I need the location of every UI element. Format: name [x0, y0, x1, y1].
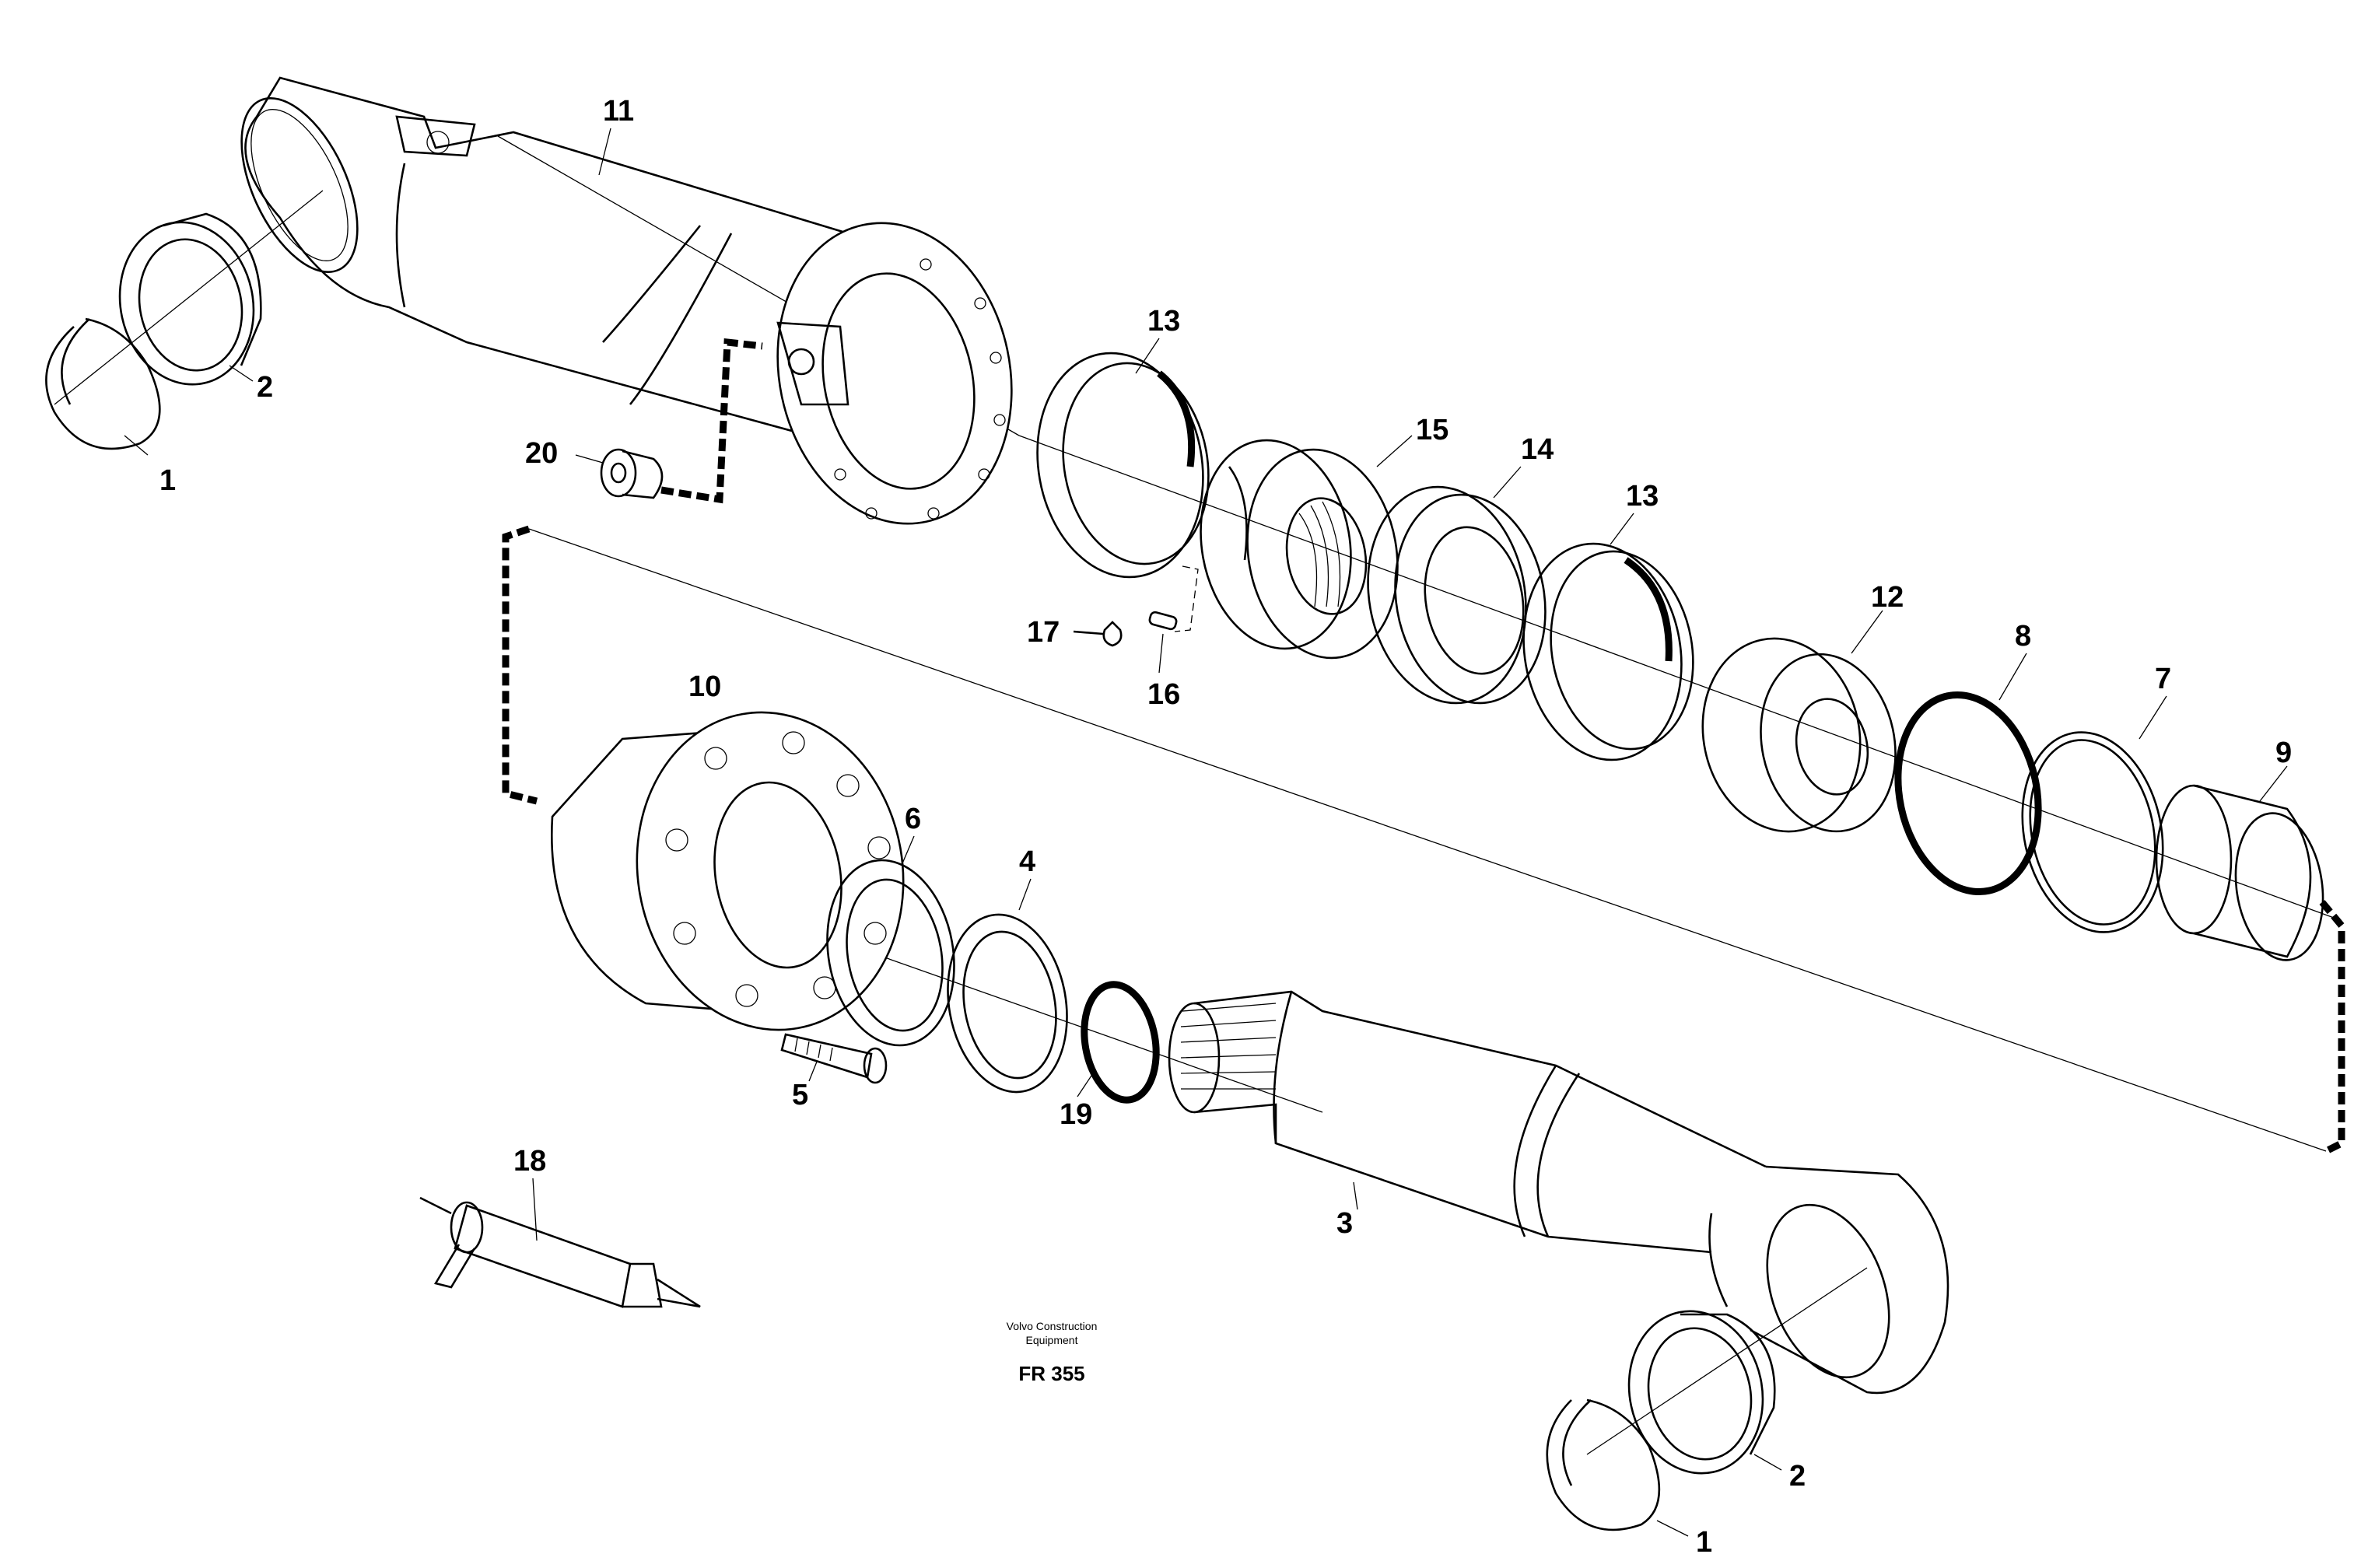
cushion-piston — [1701, 637, 1897, 833]
callout-3: 3 — [1336, 1207, 1353, 1240]
plug — [600, 448, 664, 499]
rod-seal — [947, 913, 1068, 1094]
callout-13-a: 13 — [1147, 305, 1180, 338]
callout-14: 14 — [1521, 433, 1554, 466]
callout-11: 11 — [603, 95, 634, 128]
figure-code: FR 355 — [1018, 1362, 1084, 1385]
guide-ring-top — [1036, 352, 1210, 579]
guide-ring-right — [1522, 542, 1694, 761]
callout-10: 10 — [688, 670, 721, 703]
credit-line-1: Volvo Construction — [1007, 1320, 1098, 1332]
callout-18: 18 — [513, 1145, 546, 1178]
callout-8: 8 — [2015, 620, 2031, 653]
credit-line-2: Equipment — [1026, 1334, 1078, 1346]
cylinder-head-flange — [776, 222, 1013, 525]
callout-2-top: 2 — [257, 371, 273, 404]
callout-9: 9 — [2275, 737, 2292, 769]
callout-13-b: 13 — [1626, 480, 1659, 513]
snap-ring-bottom — [1546, 1398, 1661, 1531]
snap-ring-top — [45, 317, 161, 450]
ball — [1073, 621, 1123, 647]
sleeve — [2155, 784, 2324, 961]
sleeve-to-rod-bracket — [2319, 900, 2345, 1155]
callout-1-bottom: 1 — [1696, 1526, 1712, 1559]
callout-19: 19 — [1060, 1098, 1092, 1131]
grease-gun — [419, 1196, 701, 1308]
screw-location-bracket — [1174, 565, 1199, 632]
o-ring — [1894, 691, 2042, 896]
callout-16: 16 — [1147, 678, 1180, 711]
tube-to-head-bracket — [502, 525, 538, 805]
callout-labels: 1 2 11 20 13 15 14 13 17 16 12 8 7 9 10 … — [159, 95, 2292, 1559]
plug-location-bracket — [660, 338, 763, 504]
callout-15: 15 — [1416, 414, 1448, 446]
callout-12: 12 — [1871, 581, 1904, 614]
callout-4: 4 — [1019, 845, 1035, 878]
piston-rod — [1168, 990, 1949, 1395]
backup-ring — [2021, 731, 2164, 933]
callout-6: 6 — [905, 803, 921, 835]
callout-1-top: 1 — [159, 464, 176, 497]
piston-seal — [1367, 485, 1547, 705]
callout-7: 7 — [2155, 663, 2171, 695]
callout-17: 17 — [1027, 616, 1060, 649]
bushing-top — [118, 212, 262, 386]
wiper-seal — [826, 859, 955, 1047]
callout-20: 20 — [525, 437, 558, 470]
bolt — [780, 1033, 888, 1084]
piston — [1200, 439, 1399, 660]
bushing-bottom — [1627, 1310, 1776, 1475]
cylinder-tube — [240, 76, 849, 437]
cylinder-head — [551, 711, 905, 1031]
callout-leaders — [124, 128, 2288, 1537]
set-screw — [1148, 611, 1178, 631]
callout-2-bottom: 2 — [1789, 1460, 1806, 1493]
assembly-centerlines — [54, 135, 2335, 1455]
callout-5: 5 — [792, 1079, 808, 1111]
o-ring-small — [1081, 981, 1160, 1104]
